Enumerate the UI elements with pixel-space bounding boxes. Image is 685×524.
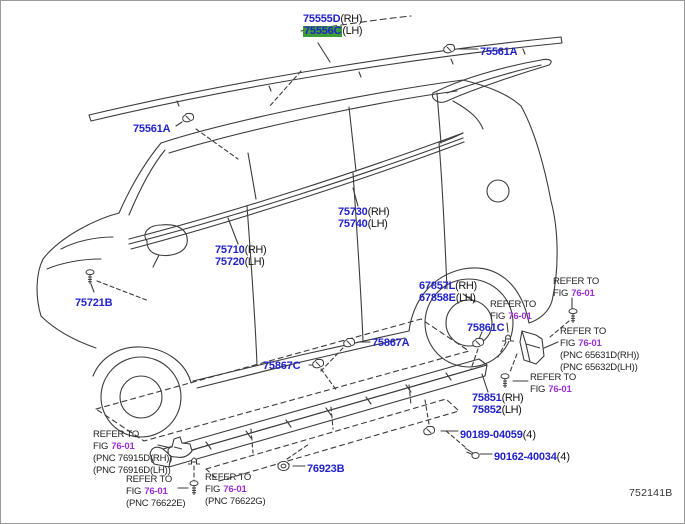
screw-ref-mid-icon — [500, 373, 510, 388]
part-number-75861C[interactable]: 75861C — [467, 322, 505, 334]
part-label-roof-clip-left: 75561A — [133, 120, 171, 137]
roof-clip-right-icon — [443, 43, 456, 54]
rear-spoiler — [432, 59, 551, 129]
figure-code: 752141B — [629, 487, 673, 499]
screw-90162-icon — [464, 447, 480, 459]
car-body — [37, 80, 557, 437]
part-label-roof-moulding: 75555D (RH) 75556C (LH) — [303, 13, 363, 38]
part-number-75867C[interactable]: 75867C — [263, 360, 301, 372]
part-number-75852[interactable]: 75852 — [472, 403, 502, 416]
fig-link-76-01[interactable]: 76-01 — [508, 310, 532, 322]
part-number-75556C-highlighted[interactable]: 75556C — [303, 24, 343, 38]
clip-75867a-icon — [343, 337, 356, 348]
fig-link-76-01[interactable]: 76-01 — [144, 485, 168, 497]
leader-lines — [91, 43, 572, 488]
grommet-ref-icon — [502, 334, 514, 342]
part-number-75561A-right[interactable]: 75561A — [480, 46, 518, 58]
part-number-75867A[interactable]: 75867A — [372, 337, 410, 349]
part-number-76923B[interactable]: 76923B — [307, 463, 345, 475]
side-rh: (RH) — [340, 13, 362, 25]
part-number-75710[interactable]: 75710 — [215, 244, 245, 256]
door-stopper-bracket-icon — [167, 436, 193, 458]
nut-76923b-icon — [277, 460, 290, 472]
clip-75867c-icon — [312, 358, 325, 369]
part-number-75720[interactable]: 75720 — [215, 255, 245, 268]
clip-75861c-icon — [472, 337, 485, 348]
part-number-75555D[interactable]: 75555D — [303, 13, 341, 25]
fig-link-76-01[interactable]: 76-01 — [223, 483, 247, 495]
screw-ref-bottom-icon — [189, 480, 199, 495]
screw-75721b-icon — [85, 269, 95, 284]
part-label-roof-clip-right: 75561A — [480, 43, 518, 60]
part-number-75740[interactable]: 75740 — [338, 217, 368, 230]
part-label-cowl-clip: 75721B — [75, 294, 113, 311]
part-label-bolt-90189: 90189-04059(4) — [460, 429, 537, 441]
sill-moulding-part — [96, 319, 487, 481]
mudguard-bracket-icon — [519, 330, 545, 365]
fig-link-76-01[interactable]: 76-01 — [111, 440, 135, 452]
part-label-sill-nut: 76923B — [307, 460, 345, 477]
part-number-67858E[interactable]: 67858E — [419, 291, 456, 304]
part-number-75730[interactable]: 75730 — [338, 206, 368, 218]
part-label-sill-clip-b: 75861C — [467, 319, 505, 336]
part-number-75721B[interactable]: 75721B — [75, 297, 113, 309]
part-label-belt-moulding-front: 75710 (RH) 75720 (LH) — [215, 244, 267, 268]
part-label-sill-moulding: 75851 (RH) 75852 (LH) — [472, 392, 524, 416]
part-number-75561A-left[interactable]: 75561A — [133, 123, 171, 135]
fig-link-76-01[interactable]: 76-01 — [548, 383, 572, 395]
part-number-67857L[interactable]: 67857L — [419, 280, 456, 292]
fig-link-76-01[interactable]: 76-01 — [578, 337, 602, 349]
part-label-belt-moulding-rear: 75730 (RH) 75740 (LH) — [338, 206, 390, 230]
side-lh: (LH) — [342, 24, 363, 37]
part-number-90162-40034[interactable]: 90162-40034 — [494, 451, 557, 463]
part-label-bolt-90162: 90162-40034(4) — [494, 451, 571, 463]
part-label-sill-clip-c: 75867C — [263, 357, 301, 374]
part-number-75851[interactable]: 75851 — [472, 392, 502, 404]
roof-clip-left-icon — [182, 112, 195, 123]
roof-moulding-part — [89, 16, 562, 121]
screw-ref-top-icon — [568, 308, 578, 323]
part-label-quarter-moulding: 67857L (RH) 67858E (LH) — [419, 280, 477, 304]
part-number-90189-04059[interactable]: 90189-04059 — [460, 429, 523, 441]
dashed-lines — [97, 71, 569, 482]
fig-link-76-01[interactable]: 76-01 — [571, 287, 595, 299]
clip-90189-icon — [423, 425, 436, 436]
grommet-stopper-icon — [188, 457, 200, 465]
part-label-sill-clip-a: 75867A — [372, 334, 410, 351]
